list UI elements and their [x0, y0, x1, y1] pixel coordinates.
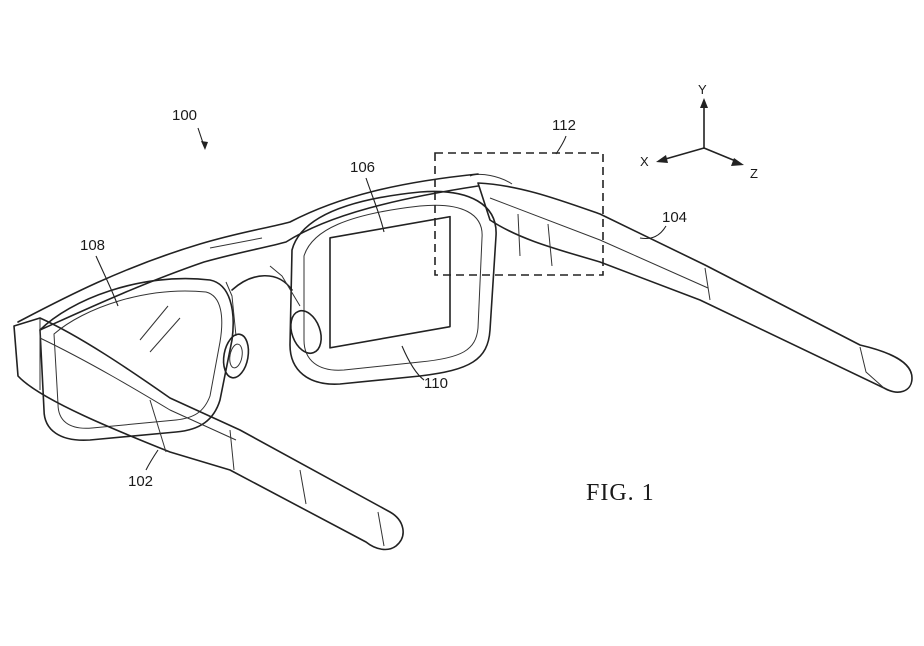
- label-104: 104: [662, 209, 687, 226]
- label-112: 112: [552, 117, 576, 134]
- axis-y-label: Y: [698, 82, 707, 97]
- rear-temple-arm: [469, 173, 913, 393]
- axis-indicator: Y X Z: [640, 82, 758, 181]
- left-lens-rim: [39, 277, 234, 441]
- detail-region-box: [434, 152, 604, 276]
- figure-caption: FIG. 1: [586, 480, 655, 506]
- display-panel: [329, 215, 451, 349]
- label-102: 102: [128, 473, 153, 490]
- left-nose-pad: [222, 333, 250, 379]
- axis-x-label: X: [640, 154, 649, 169]
- label-108: 108: [80, 237, 105, 254]
- label-106: 106: [350, 159, 375, 176]
- axis-z-label: Z: [750, 166, 758, 181]
- frame-top-bar: [17, 173, 479, 331]
- front-temple-arm: [13, 317, 404, 551]
- right-lens-rim: [289, 190, 497, 385]
- label-100: 100: [172, 107, 197, 124]
- label-110: 110: [424, 375, 448, 392]
- right-nose-pad: [290, 309, 322, 355]
- nose-bridge: [222, 265, 322, 379]
